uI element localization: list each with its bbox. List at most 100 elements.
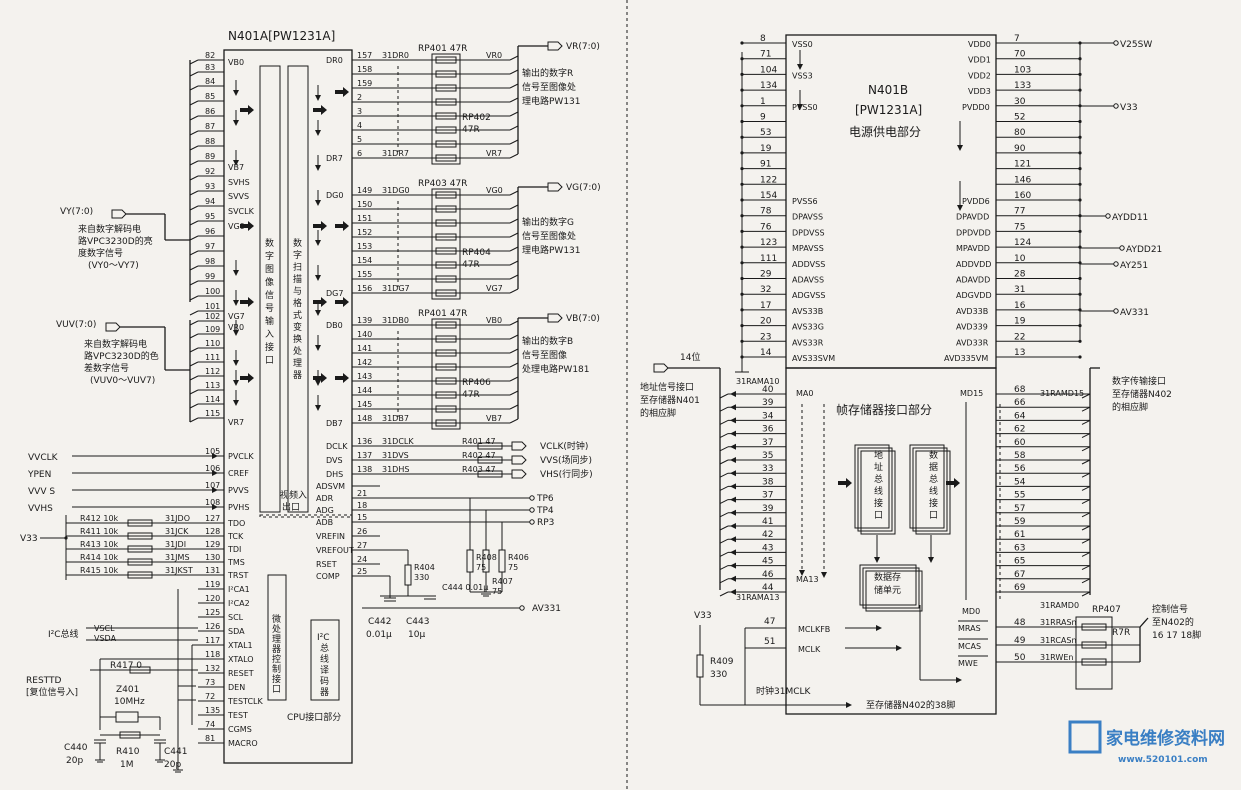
pin-name: TCK: [227, 532, 244, 541]
junction-dot-icon: [740, 292, 744, 296]
arrow-right-icon: [212, 504, 218, 510]
junction-dot-icon: [1078, 57, 1082, 61]
pin-number: 51: [764, 637, 775, 647]
vdd-pin-name: PVDD6: [962, 197, 990, 206]
pin-number: 62: [1014, 425, 1025, 435]
bus-entry: [1081, 578, 1091, 584]
bus-entry: [1081, 419, 1091, 425]
vb-signal-label: VG0: [228, 222, 245, 231]
output-connector-icon: [511, 469, 527, 479]
vuv-bus-label: VUV(7:0): [56, 320, 96, 330]
block-char: 入: [265, 329, 274, 340]
pin-number: 148: [357, 414, 372, 423]
resistor-icon: [435, 70, 457, 78]
vdd-pins: 7VDD070VDD1103VDD2133VDD330PVDD052809012…: [944, 34, 1082, 363]
left-chip-title: N401A[PW1231A]: [228, 29, 335, 43]
arrow-left-icon: [730, 391, 736, 397]
junction-dot-icon: [740, 276, 744, 281]
pin-number: 127: [205, 514, 220, 523]
data-block-char: 口: [929, 511, 938, 521]
data-block-char: 线: [929, 485, 938, 497]
bus-entry: [509, 153, 519, 159]
pin-number: 41: [762, 517, 773, 527]
pin-number: 72: [205, 692, 215, 701]
arrow-left-icon: [730, 589, 736, 595]
dr-label-top: DG0: [326, 191, 343, 200]
pin-number: 27: [357, 541, 367, 550]
bus-entry: [509, 111, 519, 117]
vb-signal-label: SVHS: [228, 178, 250, 187]
pin-number: 82: [205, 51, 215, 60]
junction-dot-icon: [740, 119, 744, 124]
test-point-icon: [529, 507, 535, 513]
pin-name: DEN: [228, 683, 245, 692]
block-char: 数: [293, 237, 302, 249]
block-char: 描: [293, 273, 302, 285]
junction-dot-icon: [1078, 229, 1082, 233]
pin-name: CGMS: [228, 725, 252, 734]
cpu-port-label: CPU接口部分: [287, 711, 341, 723]
flow-arrow-icon: [946, 478, 960, 488]
arrow-left-icon: [730, 575, 736, 582]
block-char: 变: [293, 321, 302, 333]
ram-address-bottom: 31RAMA13: [736, 593, 779, 602]
pin-name: TMS: [227, 558, 245, 567]
junction-dot-icon: [1078, 182, 1082, 186]
net-label-first: 31DR0: [382, 51, 409, 60]
jtag-resistor: R415 10k: [80, 566, 119, 575]
pin-name: TRST: [227, 571, 249, 580]
block-char: 译: [320, 665, 329, 676]
bus-entry: [719, 459, 729, 465]
arrow-down-icon: [315, 405, 321, 411]
arrow-down-icon: [233, 330, 239, 336]
address-note: 至存储器N401: [640, 394, 700, 406]
net-label-first: 31DG0: [382, 186, 410, 195]
arrow-right-icon: [876, 625, 882, 631]
jtag-resistor: R411 10k: [80, 527, 119, 536]
reset-note: [复位信号入]: [26, 686, 78, 698]
bus-entry: [1081, 393, 1091, 399]
pin-number: 94: [205, 197, 215, 206]
resistor-icon: [119, 731, 141, 739]
crystal-oscillator-circuit: [94, 644, 198, 763]
block-char: 理: [272, 634, 281, 645]
pin-number: 121: [1014, 160, 1031, 170]
bus-entry: [1081, 406, 1091, 412]
bus-entry: [719, 406, 729, 412]
r417-label: R417 0: [110, 661, 142, 671]
arrow-left-icon: [730, 404, 736, 411]
pin-number: 34: [762, 411, 774, 421]
resistor-icon: [1081, 641, 1107, 649]
pin-number: 157: [357, 51, 372, 60]
bus-entry: [189, 59, 199, 65]
junction-dot-icon: [1078, 151, 1082, 155]
output-note: 输出的数字R: [522, 67, 573, 79]
bus-entry: [189, 250, 199, 256]
control-pin-name: MWE: [958, 659, 978, 668]
pin-number: 104: [760, 65, 777, 75]
junction-dot-icon: [740, 339, 744, 343]
resistor-icon: [435, 191, 457, 199]
control-net-label: 31RRASn: [1040, 618, 1077, 627]
resistor-pack-icon: [431, 53, 461, 165]
block-char: 器: [320, 687, 329, 698]
memory-control-pins: RP407R7R48MRAS31RRASn49MCAS31RCASn50MWE3…: [919, 603, 1201, 690]
arrow-down-icon: [233, 160, 239, 166]
resistor-icon: [1081, 623, 1107, 631]
output-label-first: VR0: [486, 51, 502, 60]
vss-pin-name: ADGVSS: [792, 291, 825, 300]
pin-name: I²CA2: [228, 599, 250, 608]
resistor-icon: [127, 558, 153, 566]
pin-number: 140: [357, 330, 372, 339]
vss-pin-name: VSS0: [792, 40, 813, 49]
jtag-net: 31JDO: [165, 514, 190, 523]
sync-pin-name: DHS: [326, 470, 343, 479]
ram-address-top: 31RAMA10: [736, 377, 779, 386]
arrow-down-icon: [315, 130, 321, 136]
resistor-icon: [127, 519, 153, 527]
pin-number: 159: [357, 79, 372, 88]
bus-entry: [509, 418, 519, 424]
